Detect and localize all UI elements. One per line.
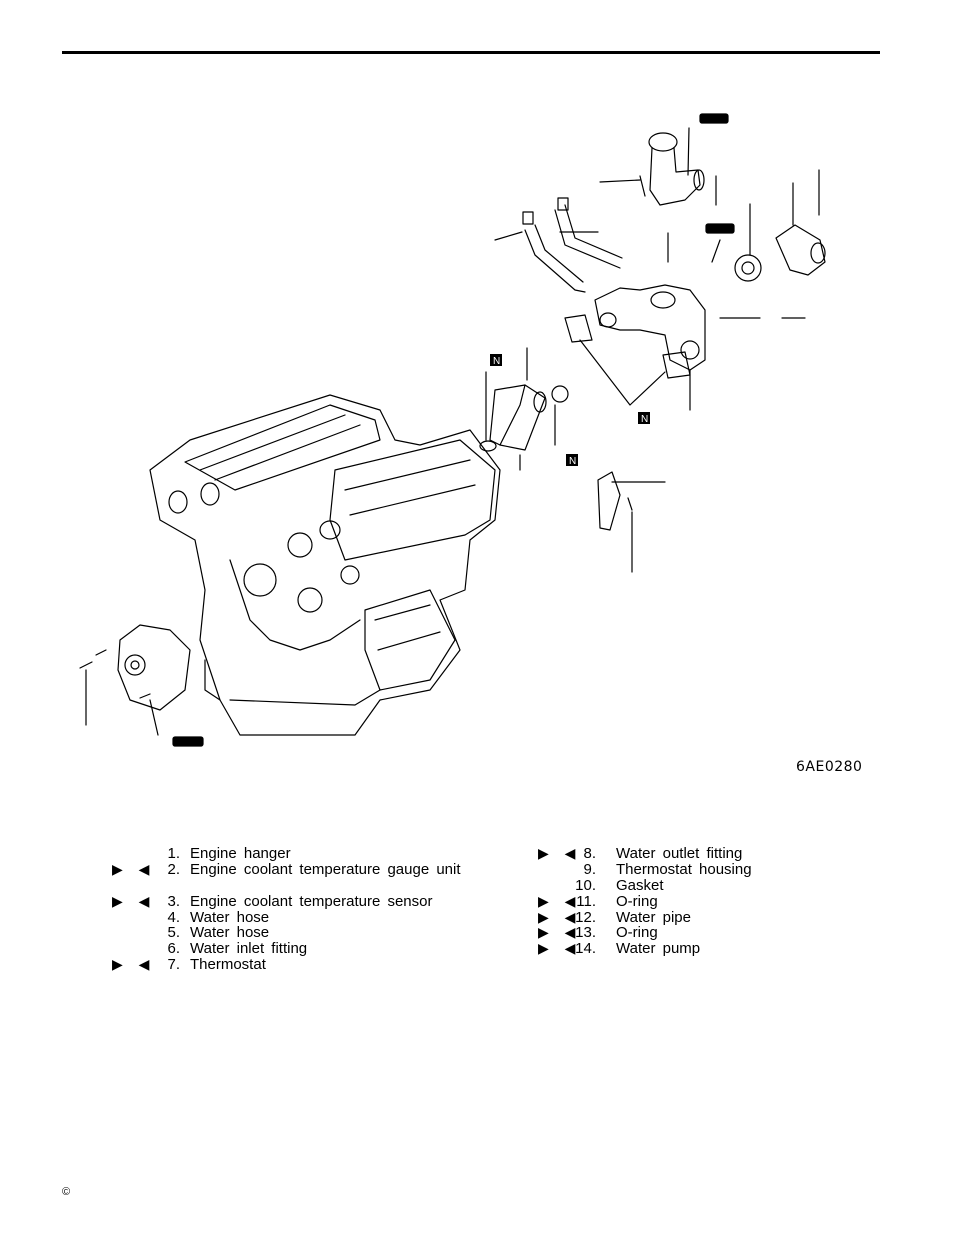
part-number: 7. [167,956,180,974]
part-label: Water inlet fitting [190,940,308,958]
part-item: ▶ ◀13. O-ring [538,925,838,941]
water-hoses [494,197,623,293]
part-label: Engine hanger [190,845,291,862]
part-label: O-ring [616,892,658,910]
part-item: 9. Thermostat housing [538,860,838,878]
part-number: 4. [167,908,180,926]
new-part-marks: N N N [490,354,650,467]
engine-cooling-exploded-diagram: N N N [79,113,826,747]
part-item: ▶ ◀11. O-ring [538,892,838,910]
part-label: Water pump [616,940,701,958]
water-outlet-fitting [599,127,717,206]
part-number: 14. [575,940,596,958]
new-part-mark-1: N [493,356,500,367]
part-item: 6. Water inlet fitting [112,941,472,957]
service-point-marks: ▶ ◀ [538,940,582,957]
part-label: O-ring [616,924,658,942]
part-number: 8. [583,845,596,862]
engine-hanger [597,471,666,573]
part-number: 9. [583,860,596,878]
new-part-mark-3: N [569,456,576,467]
part-label: Engine coolant temperature sensor [190,892,433,910]
part-number: 10. [575,876,596,894]
part-item: 5. Water hose [112,925,472,941]
part-number: 11. [576,892,596,910]
part-label: Thermostat [190,956,266,974]
water-pipe [479,347,569,471]
copyright-mark: © [62,1186,71,1198]
part-item: ▶ ◀8. Water outlet fitting [538,845,838,862]
part-number: 3. [167,892,180,910]
part-label: Thermostat housing [616,860,752,878]
service-point-marks: ▶ ◀ [538,845,582,861]
sealant-tubes [172,113,735,747]
part-number: 2. [167,860,180,878]
service-point-marks: ▶ ◀ [538,908,582,925]
service-point-marks: ▶ ◀ [538,892,582,909]
part-item: ▶ ◀ 7. Thermostat [112,956,472,974]
service-point-marks: ▶ ◀ [112,956,156,973]
part-label: Water outlet fitting [616,845,743,862]
part-number: 1. [167,845,180,862]
part-label: Water hose [190,924,270,942]
service-point-marks: ▶ ◀ [112,860,156,877]
part-number: 13. [575,924,596,942]
part-label: Water pipe [616,908,691,926]
parts-list-left: 1. Engine hanger ▶ ◀ 2. Engine coolant tempe… [112,846,472,973]
part-label: Water hose [190,908,270,926]
water-pump [79,624,191,736]
new-part-mark-2: N [641,414,648,425]
part-item: 4. Water hose [112,908,472,926]
service-point-marks: ▶ ◀ [538,924,582,941]
part-item: 1. Engine hanger [112,846,472,862]
part-number: 6. [167,940,180,958]
part-item: ▶ ◀ 3. Engine coolant temperature sensor [112,892,472,910]
thermostat-and-inlet [667,169,826,282]
part-label: Gasket [616,876,664,894]
part-number: 5. [167,924,180,942]
part-label: Engine coolant temperature gauge unit [190,860,461,878]
part-item: 10. Gasket [538,876,838,894]
service-point-marks: ▶ ◀ [112,892,156,909]
figure-code: 6AE0280 [796,759,863,775]
part-item: ▶ ◀ 2. Engine coolant temperature gauge un… [112,860,472,894]
part-number: 12. [575,908,596,926]
engine-block [149,394,501,736]
header-rule [62,51,880,54]
part-item: ▶ ◀12. Water pipe [538,908,838,926]
thermostat-housing [564,284,806,411]
part-item: ▶ ◀14. Water pump [538,940,838,958]
